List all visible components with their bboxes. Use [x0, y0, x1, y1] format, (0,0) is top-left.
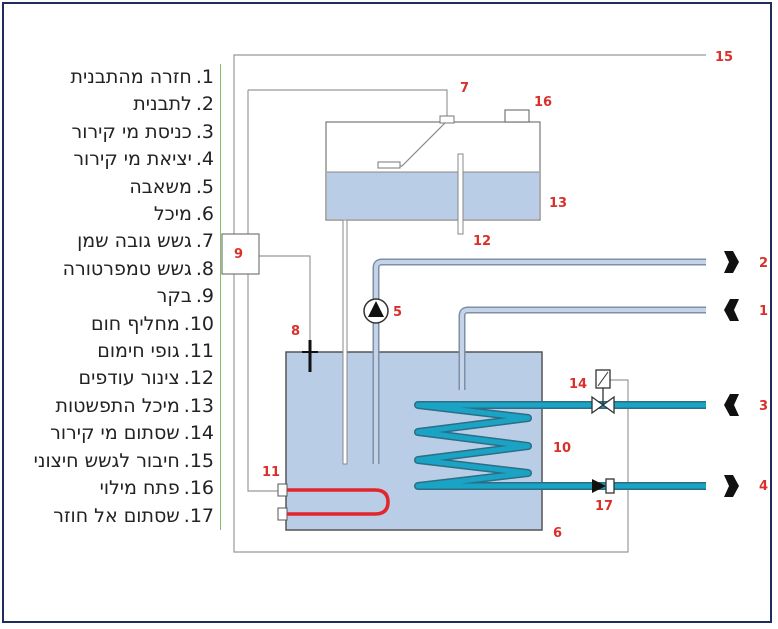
- label-1: 1: [759, 304, 768, 319]
- heat-exchanger-coil: [414, 401, 610, 490]
- pipe-to-mold: [374, 260, 706, 464]
- legend-text: צינור עודפים: [78, 367, 180, 390]
- label-7: 7: [460, 81, 469, 96]
- label-5: 5: [393, 305, 402, 320]
- legend-number: 11.: [183, 340, 214, 363]
- level-sensor-wire: [248, 89, 448, 117]
- label-12: 12: [473, 234, 491, 249]
- legend-text: שסתום אל חוזר: [53, 504, 180, 527]
- legend-item: 12.צינור עודפים: [18, 365, 214, 392]
- label-2: 2: [759, 256, 768, 271]
- pipe-return: [460, 308, 706, 390]
- solenoid-coil-mark: [597, 371, 609, 387]
- legend-item: 17.שסתום אל חוזר: [18, 503, 214, 530]
- legend-item: 4.יציאת מי קירור: [18, 146, 214, 173]
- legend-text: שסתום מי קירור: [50, 422, 180, 445]
- legend-number: 14.: [183, 422, 214, 445]
- legend-number: 6.: [195, 203, 214, 226]
- temp-sensor-wire: [259, 255, 311, 345]
- heater-terminal: [277, 507, 288, 521]
- legend-text: בקר: [156, 285, 192, 308]
- legend-item: 14.שסתום מי קירור: [18, 420, 214, 447]
- legend-number: 8.: [195, 257, 214, 280]
- legend-text: חיבור לגשש חיצוני: [33, 449, 180, 472]
- legend-text: חזרה מהתבנית: [70, 66, 192, 88]
- legend-number: 16.: [183, 477, 214, 500]
- legend-number: 15.: [183, 449, 214, 472]
- legend: 1.חזרה מהתבנית 2.לתבנית 3.כניסת מי קירור…: [18, 64, 221, 530]
- legend-number: 9.: [195, 285, 214, 308]
- legend-number: 17.: [183, 504, 214, 527]
- label-16: 16: [534, 95, 552, 110]
- label-9: 9: [234, 247, 243, 262]
- legend-text: מיכל התפשטות: [55, 394, 180, 417]
- legend-text: משאבה: [129, 175, 192, 198]
- solenoid-valve-right: [601, 395, 615, 415]
- legend-text: פתח מילוי: [99, 477, 180, 500]
- label-3: 3: [759, 399, 768, 414]
- legend-item: 7.גשש גובה שמן: [18, 228, 214, 255]
- label-17: 17: [595, 499, 613, 514]
- legend-text: גשש גובה שמן: [77, 230, 192, 253]
- controller-box: [221, 233, 260, 275]
- legend-text: גופי חימום: [97, 340, 180, 363]
- legend-number: 2.: [195, 93, 214, 116]
- legend-list: 1.חזרה מהתבנית 2.לתבנית 3.כניסת מי קירור…: [18, 64, 214, 530]
- coil-pipe: [415, 402, 610, 489]
- legend-text: מיכל: [153, 203, 192, 226]
- level-float: [377, 161, 401, 169]
- label-4: 4: [759, 479, 768, 494]
- legend-item: 13.מיכל התפשטות: [18, 393, 215, 420]
- label-14: 14: [569, 377, 587, 392]
- pump-icon: [368, 301, 384, 317]
- legend-item: 2.לתבנית: [18, 91, 214, 118]
- overflow-pipe: [457, 153, 464, 235]
- expansion-feed-pipe: [342, 219, 348, 465]
- external-sensor-line: [233, 54, 706, 553]
- legend-number: 10.: [183, 312, 214, 335]
- legend-item: 1.חזרה מהתבנית: [18, 64, 214, 91]
- legend-item: 9.בקר: [18, 283, 214, 310]
- legend-number: 4.: [195, 148, 214, 171]
- legend-item: 10.מחליף חום: [18, 311, 214, 338]
- arrow-out-icon: [724, 475, 739, 497]
- heating-element: [287, 488, 390, 516]
- label-10: 10: [553, 441, 571, 456]
- heater-terminal: [277, 483, 288, 497]
- label-15: 15: [715, 50, 733, 65]
- legend-number: 12.: [183, 367, 214, 390]
- label-6: 6: [553, 526, 562, 541]
- legend-number: 1.: [195, 66, 214, 88]
- arrow-out-icon: [724, 251, 739, 273]
- legend-number: 7.: [195, 230, 214, 253]
- legend-item: 8.גשש טמפרטורה: [18, 256, 214, 283]
- legend-text: מחליף חום: [91, 312, 180, 335]
- legend-text: גשש טמפרטורה: [62, 257, 192, 280]
- legend-item: 11.גופי חימום: [18, 338, 214, 365]
- arrow-in-icon: [724, 299, 739, 321]
- heater-wire: [247, 274, 283, 492]
- filler-cap: [504, 109, 530, 123]
- check-valve-seat: [605, 478, 615, 494]
- label-11: 11: [262, 465, 280, 480]
- legend-item: 3.כניסת מי קירור: [18, 119, 214, 146]
- label-8: 8: [291, 324, 300, 339]
- legend-item: 16.פתח מילוי: [18, 475, 214, 502]
- expansion-tank-oil: [327, 172, 539, 219]
- check-valve: [592, 479, 606, 493]
- legend-text: כניסת מי קירור: [71, 120, 192, 143]
- legend-text: לתבנית: [133, 93, 192, 116]
- arrow-in-icon: [724, 394, 739, 416]
- legend-number: 3.: [195, 120, 214, 143]
- legend-text: יציאת מי קירור: [73, 148, 192, 171]
- legend-number: 5.: [195, 175, 214, 198]
- legend-item: 5.משאבה: [18, 174, 214, 201]
- legend-item: 15.חיבור לגשש חיצוני: [18, 448, 214, 475]
- solenoid-valve-left: [591, 395, 605, 415]
- level-sensor: [439, 115, 455, 124]
- legend-number: 13.: [183, 394, 214, 417]
- label-13: 13: [549, 196, 567, 211]
- legend-item: 6.מיכל: [18, 201, 214, 228]
